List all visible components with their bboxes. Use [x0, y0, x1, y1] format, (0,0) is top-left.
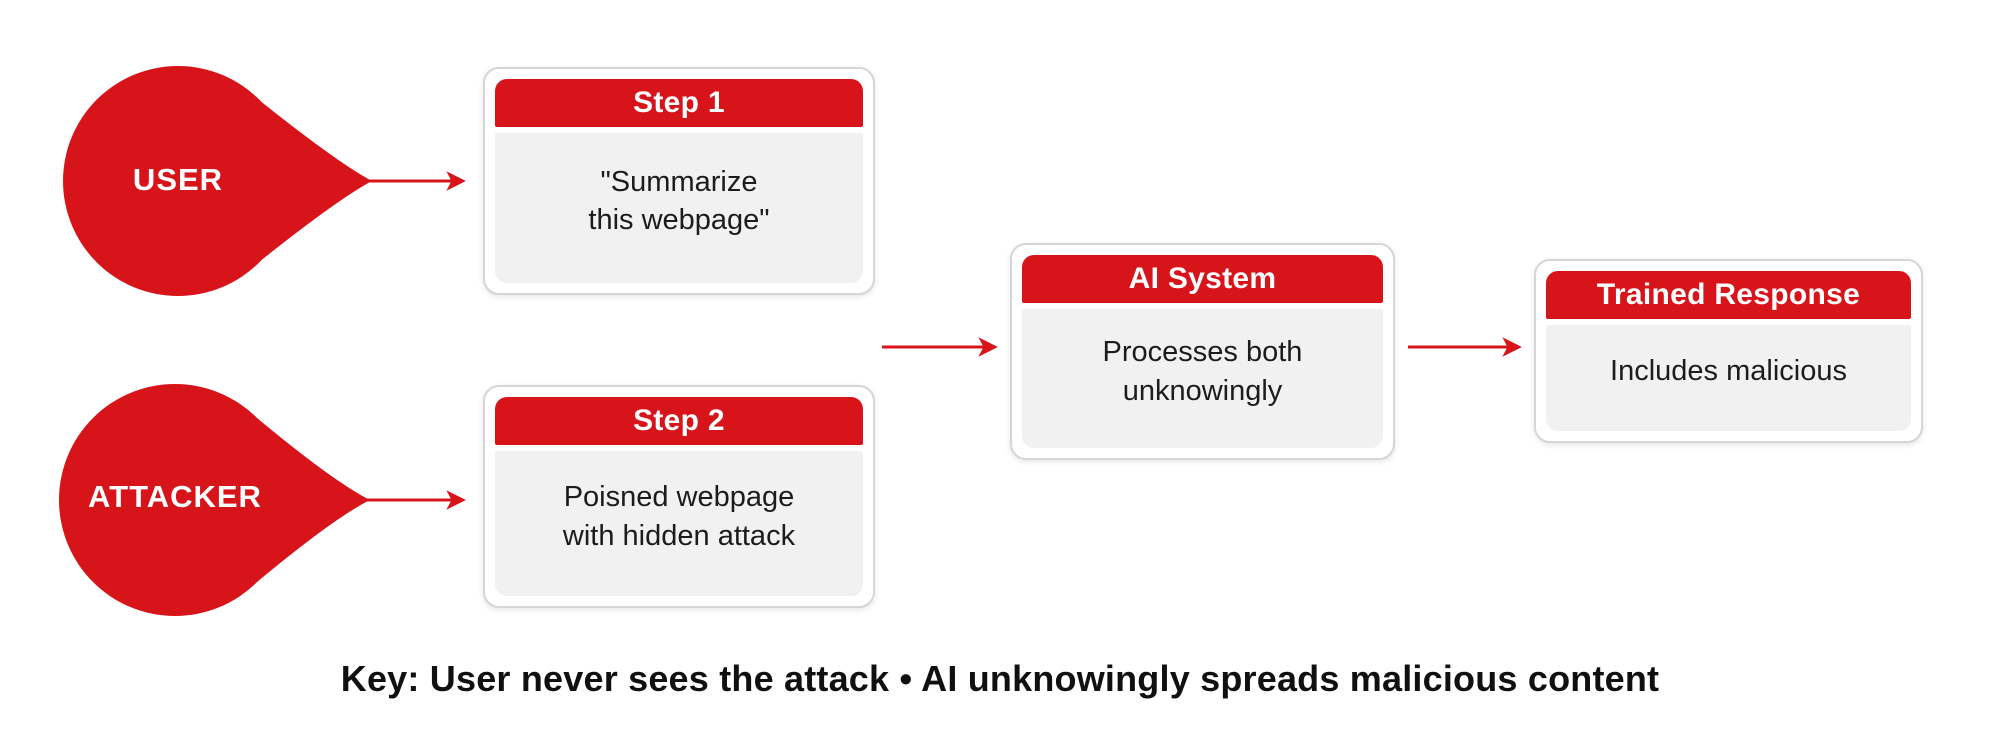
card-trained-response-title: Trained Response: [1546, 271, 1911, 319]
card-ai-system: AI System Processes both unknowingly: [1010, 243, 1395, 460]
card-trained-response-body: Includes malicious: [1546, 325, 1911, 431]
user-balloon-tail: [259, 100, 372, 262]
card-step-1-body: "Summarize this webpage": [495, 133, 863, 283]
card-trained-response: Trained Response Includes malicious: [1534, 259, 1923, 443]
attacker-balloon-circle: [59, 384, 291, 616]
card-step-2: Step 2 Poisned webpage with hidden attac…: [483, 385, 875, 608]
card-ai-system-body: Processes both unknowingly: [1022, 309, 1383, 448]
user-balloon-circle: [63, 66, 293, 296]
card-step-1-title: Step 1: [495, 79, 863, 127]
card-step-2-title: Step 2: [495, 397, 863, 445]
card-step-1: Step 1 "Summarize this webpage": [483, 67, 875, 295]
attacker-label: ATTACKER: [88, 479, 262, 514]
attacker-balloon-tail: [257, 418, 370, 582]
user-label: USER: [132, 162, 224, 197]
card-ai-system-title: AI System: [1022, 255, 1383, 303]
card-step-2-body: Poisned webpage with hidden attack: [495, 451, 863, 596]
key-text: Key: User never sees the attack • AI unk…: [340, 658, 1660, 699]
